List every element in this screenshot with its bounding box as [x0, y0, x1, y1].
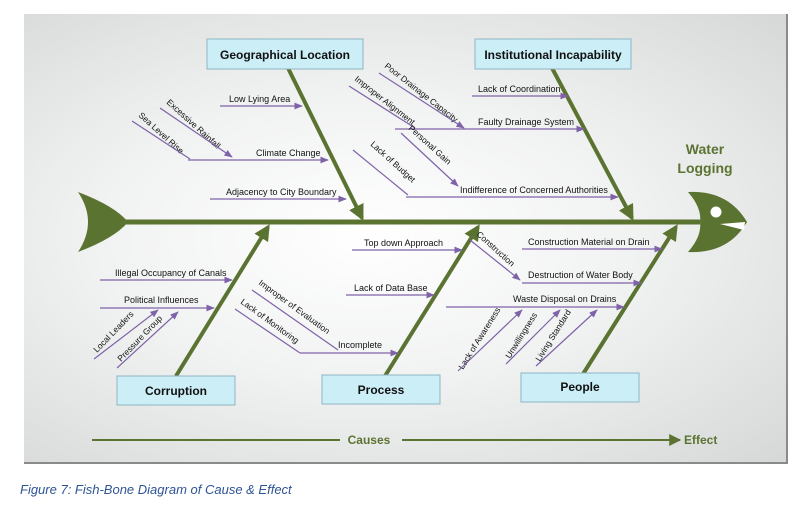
cause-label: Incomplete — [338, 340, 382, 350]
category-label: People — [560, 380, 600, 394]
bone-corruption — [174, 224, 270, 378]
cause-incomplete: Incomplete — [300, 340, 399, 357]
cause-label: Low Lying Area — [229, 94, 290, 104]
category-label: Geographical Location — [220, 48, 350, 62]
cause-lack-of-data-base: Lack of Data Base — [346, 283, 435, 299]
causes-label: Causes — [348, 433, 391, 447]
figure-caption: Figure 7: Fish-Bone Diagram of Cause & E… — [20, 482, 292, 497]
cause-label: Indifference of Concerned Authorities — [460, 185, 608, 195]
cause-lack-of-awareness: Lack of Awareness — [456, 305, 523, 372]
cause-living-standard: Living Standard — [533, 307, 598, 367]
cause-label: Lack of Data Base — [354, 283, 428, 293]
category-label: Institutional Incapability — [484, 48, 622, 62]
cause-label: Political Influences — [124, 295, 199, 305]
bone-geographical-location — [286, 67, 364, 221]
fish-tail — [78, 192, 128, 252]
fish-mouth — [720, 222, 745, 230]
category-process: Process — [321, 374, 441, 405]
cause-label: Adjacency to City Boundary — [226, 187, 337, 197]
cause-destruction-water-body: Destruction of Water Body — [522, 270, 642, 287]
effect-label-line-1: Water — [686, 141, 725, 157]
cause-label: Lack of Awareness — [456, 305, 502, 371]
cause-label: Top down Approach — [364, 238, 443, 248]
cause-label: Lack of Coordination — [478, 84, 561, 94]
category-geographical-location: Geographical Location — [206, 38, 364, 70]
category-label: Process — [358, 383, 405, 397]
cause-label: Destruction of Water Body — [528, 270, 633, 280]
cause-poor-drainage-capacity: Poor Drainage Capacity — [378, 61, 465, 129]
cause-waste-disposal: Waste Disposal on Drains — [446, 294, 625, 311]
effect-footer-label: Effect — [684, 433, 717, 447]
cause-political-influences: Political Influences — [100, 295, 215, 312]
cause-climate-change: Climate Change — [188, 148, 329, 164]
cause-illegal-occupancy: Illegal Occupancy of Canals — [100, 268, 233, 284]
category-label: Corruption — [145, 384, 207, 398]
cause-top-down-approach: Top down Approach — [352, 238, 463, 254]
cause-label: Faulty Drainage System — [478, 117, 574, 127]
effect-label-line-2: Logging — [677, 160, 732, 176]
cause-faulty-drainage-system: Faulty Drainage System — [395, 117, 585, 133]
cause-indifference-authorities: Indifference of Concerned Authorities — [406, 185, 619, 201]
cause-label: Construction Material on Drain — [528, 237, 650, 247]
category-corruption: Corruption — [116, 375, 236, 406]
cause-lack-of-coordination: Lack of Coordination — [472, 84, 569, 100]
category-institutional-incapability: Institutional Incapability — [474, 38, 632, 70]
cause-low-lying-area: Low Lying Area — [220, 94, 303, 110]
cause-lack-of-budget: Lack of Budget — [352, 139, 418, 196]
cause-label: Climate Change — [256, 148, 321, 158]
cause-label: Improper of Evaluation — [257, 278, 332, 337]
bone-institutional-incapability — [550, 67, 634, 221]
cause-label: Lack of Budget — [369, 139, 418, 185]
cause-label: Living Standard — [533, 307, 573, 363]
category-people: People — [520, 372, 640, 403]
fish-eye — [710, 206, 722, 218]
cause-construction: Construction — [469, 229, 521, 281]
cause-adjacency-city-boundary: Adjacency to City Boundary — [210, 187, 347, 203]
fish-head — [688, 191, 747, 253]
cause-label: Waste Disposal on Drains — [513, 294, 617, 304]
cause-label: Illegal Occupancy of Canals — [115, 268, 227, 278]
cause-construction-material: Construction Material on Drain — [522, 237, 663, 253]
